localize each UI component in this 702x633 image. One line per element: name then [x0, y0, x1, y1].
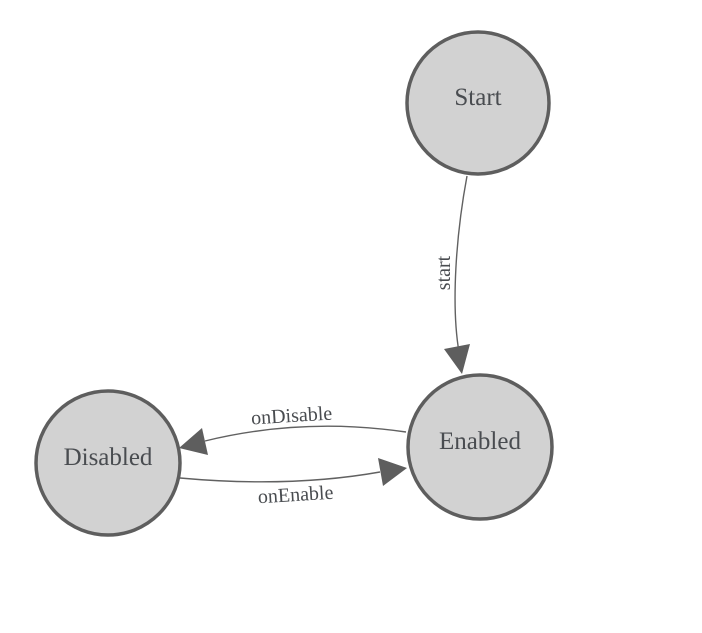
edge-arrowhead-start-to-enabled: [444, 344, 470, 374]
state-node-label-start: Start: [454, 84, 501, 111]
edge-arrowhead-enabled-to-disabled: [179, 428, 208, 455]
transition-edge-start-to-enabled: [454, 175, 468, 353]
state-node-label-disabled: Disabled: [64, 444, 153, 471]
edge-labels-layer: start onDisable onEnable: [250, 255, 455, 508]
transition-edge-disabled-to-enabled: [179, 471, 381, 483]
edge-label-disabled-to-enabled: onEnable: [257, 482, 334, 509]
edge-arrowhead-disabled-to-enabled: [378, 458, 407, 486]
state-node-disabled: Disabled: [34, 389, 182, 537]
state-node-circle-enabled: [406, 373, 554, 521]
state-node-circle-start: [405, 30, 551, 176]
state-node-label-enabled: Enabled: [439, 428, 521, 455]
edge-label-enabled-to-disabled: onDisable: [250, 403, 332, 430]
edge-label-start-to-enabled: start: [433, 255, 455, 290]
edges-layer: [179, 175, 470, 486]
state-node-circle-disabled: [34, 389, 182, 537]
state-node-enabled: Enabled: [406, 373, 554, 521]
transition-edge-enabled-to-disabled: [204, 425, 407, 442]
state-node-start: Start: [405, 30, 551, 176]
